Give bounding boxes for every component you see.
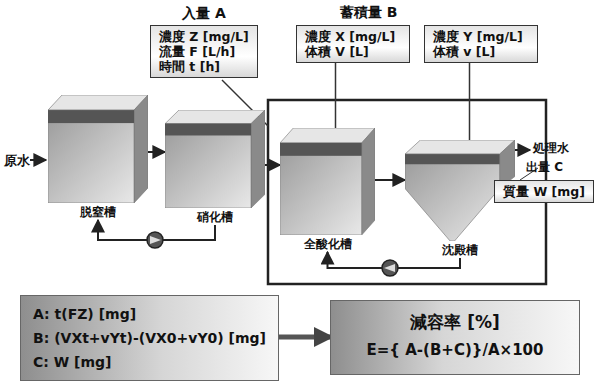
flow-connector	[265, 164, 280, 166]
tank-shape	[48, 95, 148, 203]
tank-shape	[280, 128, 375, 235]
result-heading: 減容率 [%]	[343, 307, 567, 337]
callout-text: 体積 v [L]	[433, 44, 529, 59]
callout-text: 体積 V [L]	[305, 44, 401, 59]
tank-top	[165, 110, 265, 124]
callout-text: 濃度 X [mg/L]	[305, 29, 401, 44]
result-formula: E={ A-(B+C)}/A×100	[343, 337, 567, 363]
formula-box: A: t(FZ) [mg]B: (VXt+vYt)-(VX0+vY0) [mg]…	[20, 295, 279, 381]
free-label: 原水	[4, 152, 30, 170]
tank-shape	[165, 110, 265, 208]
tank-label: 全酸化槽	[280, 237, 375, 252]
callout-text: 濃度 Y [mg/L]	[433, 29, 529, 44]
tank-side	[134, 95, 148, 203]
formula-line: A: t(FZ) [mg]	[33, 302, 266, 326]
callout-box: 入量 A 濃度 Z [mg/L]流量 F [L/h]時間 t [h]	[150, 4, 258, 78]
water-surface	[405, 154, 500, 164]
water-surface	[48, 110, 134, 123]
flow-connector	[375, 179, 405, 181]
reaction-tank: 硝化槽	[165, 110, 265, 225]
outflow-arrow	[515, 149, 530, 151]
callout-box: 濃度 Y [mg/L]体積 v [L]	[424, 25, 538, 63]
free-label: 蓄積量 B	[340, 4, 398, 22]
flow-connector	[148, 151, 165, 153]
callout-box: 出量 C 質量 W [mg]	[494, 158, 594, 203]
reaction-tank: 脱窒槽	[48, 95, 148, 220]
formula-line: C: W [mg]	[33, 350, 266, 374]
callout-box: 濃度 X [mg/L]体積 V [L]	[296, 25, 410, 63]
formula-line: B: (VXt+vYt)-(VX0+vY0) [mg]	[33, 326, 266, 350]
tank-label: 硝化槽	[165, 210, 265, 225]
callout-heading: 入量 A	[150, 4, 258, 22]
tank-top	[405, 140, 515, 154]
callout-text: 時間 t [h]	[159, 59, 249, 74]
result-arrow	[279, 335, 330, 340]
tank-top	[48, 95, 148, 110]
tank-front	[280, 143, 362, 235]
callout-text: 質量 W [mg]	[503, 184, 585, 199]
water-surface	[280, 143, 362, 156]
tank-side	[251, 110, 265, 208]
pump-symbol	[147, 232, 163, 248]
flow-connector	[469, 63, 471, 140]
callout-heading: 出量 C	[494, 158, 594, 176]
tank-side	[362, 128, 375, 235]
pump-symbol	[382, 260, 398, 276]
tank-front	[405, 154, 500, 241]
callout-frame: 濃度 Z [mg/L]流量 F [L/h]時間 t [h]	[150, 25, 258, 78]
callout-text: 濃度 Z [mg/L]	[159, 29, 249, 44]
callout-frame: 質量 W [mg]	[494, 180, 594, 203]
reaction-tank: 全酸化槽	[280, 128, 375, 252]
callout-text: 流量 F [L/h]	[159, 44, 249, 59]
tank-label: 脱窒槽	[48, 205, 148, 220]
flow-connector	[335, 63, 337, 128]
inflow-arrow	[30, 159, 46, 161]
water-surface	[165, 124, 251, 136]
tank-top	[280, 128, 375, 143]
tank-front	[165, 124, 251, 208]
tank-front	[48, 110, 134, 203]
result-box: 減容率 [%]E={ A-(B+C)}/A×100	[330, 300, 580, 375]
tank-label: 沈殿槽	[405, 243, 515, 258]
free-label: 処理水	[533, 140, 569, 157]
